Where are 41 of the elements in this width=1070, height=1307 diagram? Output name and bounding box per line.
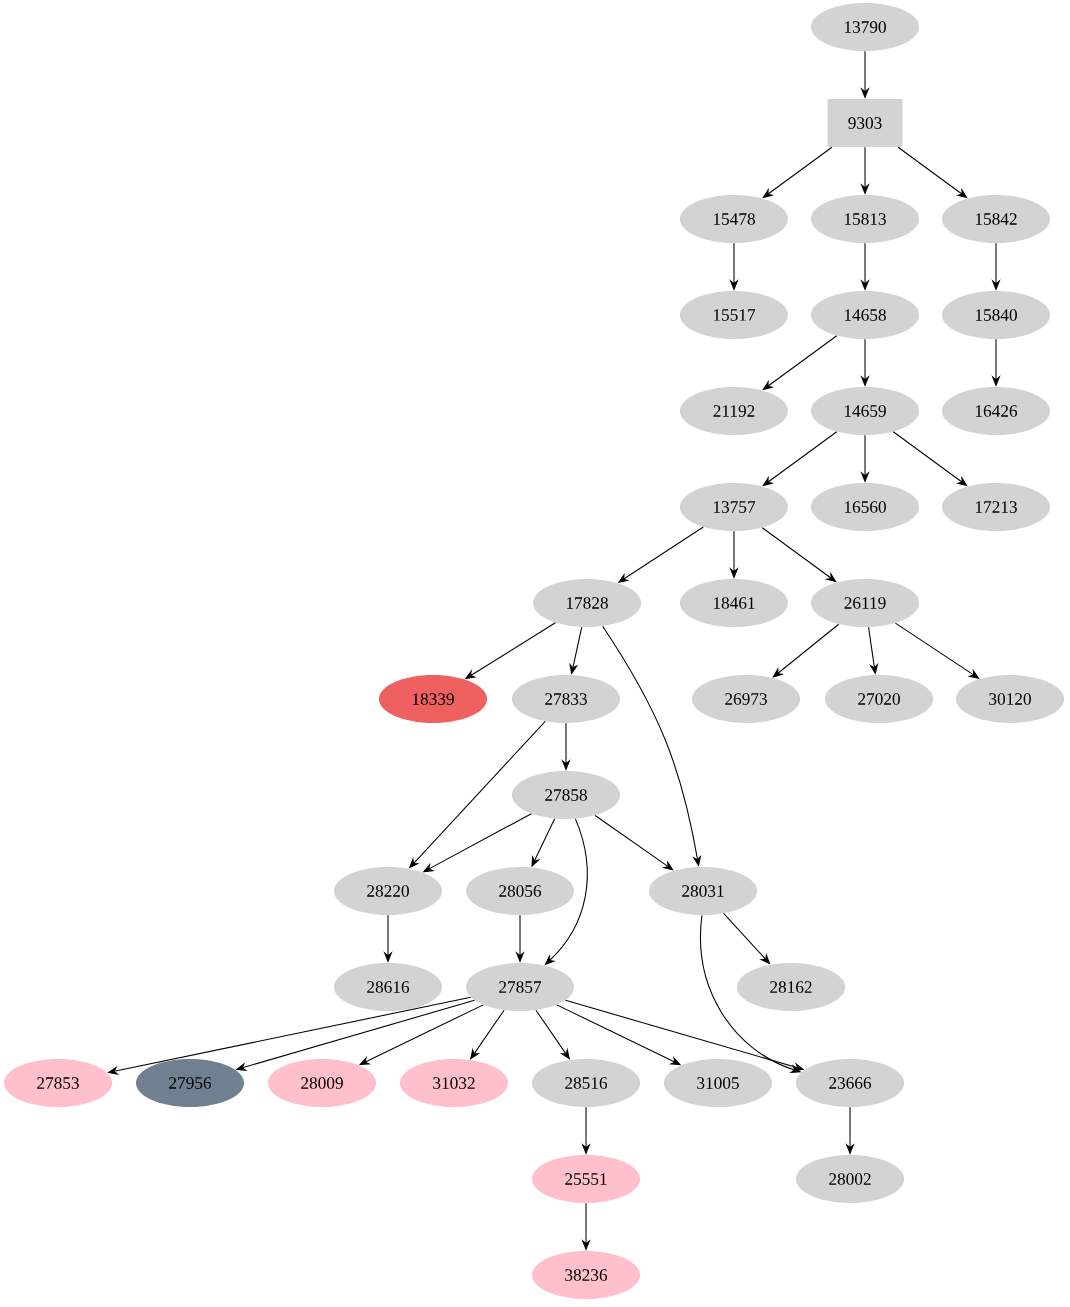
ellipse-node: 28056: [465, 867, 575, 915]
ellipse-node: 17213: [941, 483, 1051, 531]
ellipse-node: 28031: [648, 867, 758, 915]
ellipse-node: 14658: [810, 291, 920, 339]
ellipse-node: 18339: [378, 675, 488, 723]
ellipse-node: 16560: [810, 483, 920, 531]
ellipse-node: 25551: [531, 1155, 641, 1203]
ellipse-node: 18461: [679, 579, 789, 627]
arrow: [594, 814, 674, 871]
ellipse-node: 13757: [679, 483, 789, 531]
ellipse-node: 28516: [531, 1059, 641, 1107]
ellipse-node: 31005: [663, 1059, 773, 1107]
ellipse-node: 27853: [3, 1059, 113, 1107]
ellipse-node: 28162: [736, 963, 846, 1011]
arrow: [772, 623, 840, 678]
ellipse-node: 28616: [333, 963, 443, 1011]
ellipse-node: 27956: [135, 1059, 245, 1107]
ellipse-node: 13790: [810, 3, 920, 51]
ellipse-node: 27857: [465, 963, 575, 1011]
ellipse-node: 15478: [679, 195, 789, 243]
ellipse-node: 15840: [941, 291, 1051, 339]
ellipse-node: 27833: [511, 675, 621, 723]
ellipse-node: 31032: [399, 1059, 509, 1107]
ellipse-node: 28009: [267, 1059, 377, 1107]
ellipse-node: 26973: [691, 675, 801, 723]
ellipse-node: 15517: [679, 291, 789, 339]
ellipse-node: 38236: [531, 1251, 641, 1299]
ellipse-node: 28220: [333, 867, 443, 915]
ellipse-node: 14659: [810, 387, 920, 435]
ellipse-node: 21192: [679, 387, 789, 435]
ellipse-node: 26119: [810, 579, 920, 627]
ellipse-node: 27020: [824, 675, 934, 723]
ellipse-node: 15842: [941, 195, 1051, 243]
ellipse-node: 28002: [795, 1155, 905, 1203]
ellipse-node: 15813: [810, 195, 920, 243]
process-box: 9303: [827, 99, 903, 147]
ellipse-node: 23666: [795, 1059, 905, 1107]
ellipse-node: 27858: [511, 771, 621, 819]
ellipse-node: 17828: [532, 579, 642, 627]
ellipse-node: 16426: [941, 387, 1051, 435]
ellipse-node: 30120: [955, 675, 1065, 723]
